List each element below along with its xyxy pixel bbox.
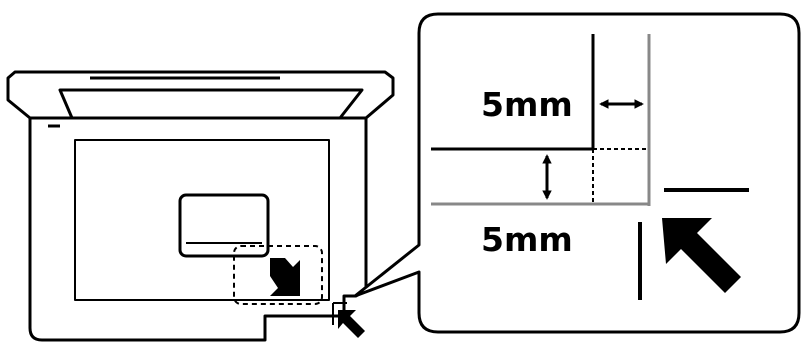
placement-arrow-icon xyxy=(270,258,300,296)
horizontal-margin-label: 5mm xyxy=(481,85,573,124)
corner-arrow-icon xyxy=(338,310,365,338)
margin-corner-dotted xyxy=(592,148,649,204)
scanner-lid xyxy=(6,70,395,120)
scanner-illustration xyxy=(6,70,395,342)
vertical-margin-label: 5mm xyxy=(481,220,573,259)
arrow-up-left-icon xyxy=(662,218,741,293)
zoom-callout: 5mm 5mm xyxy=(353,12,801,334)
original-document xyxy=(178,193,270,258)
scanner-glass xyxy=(74,139,330,301)
placement-area-dashed xyxy=(233,245,323,305)
